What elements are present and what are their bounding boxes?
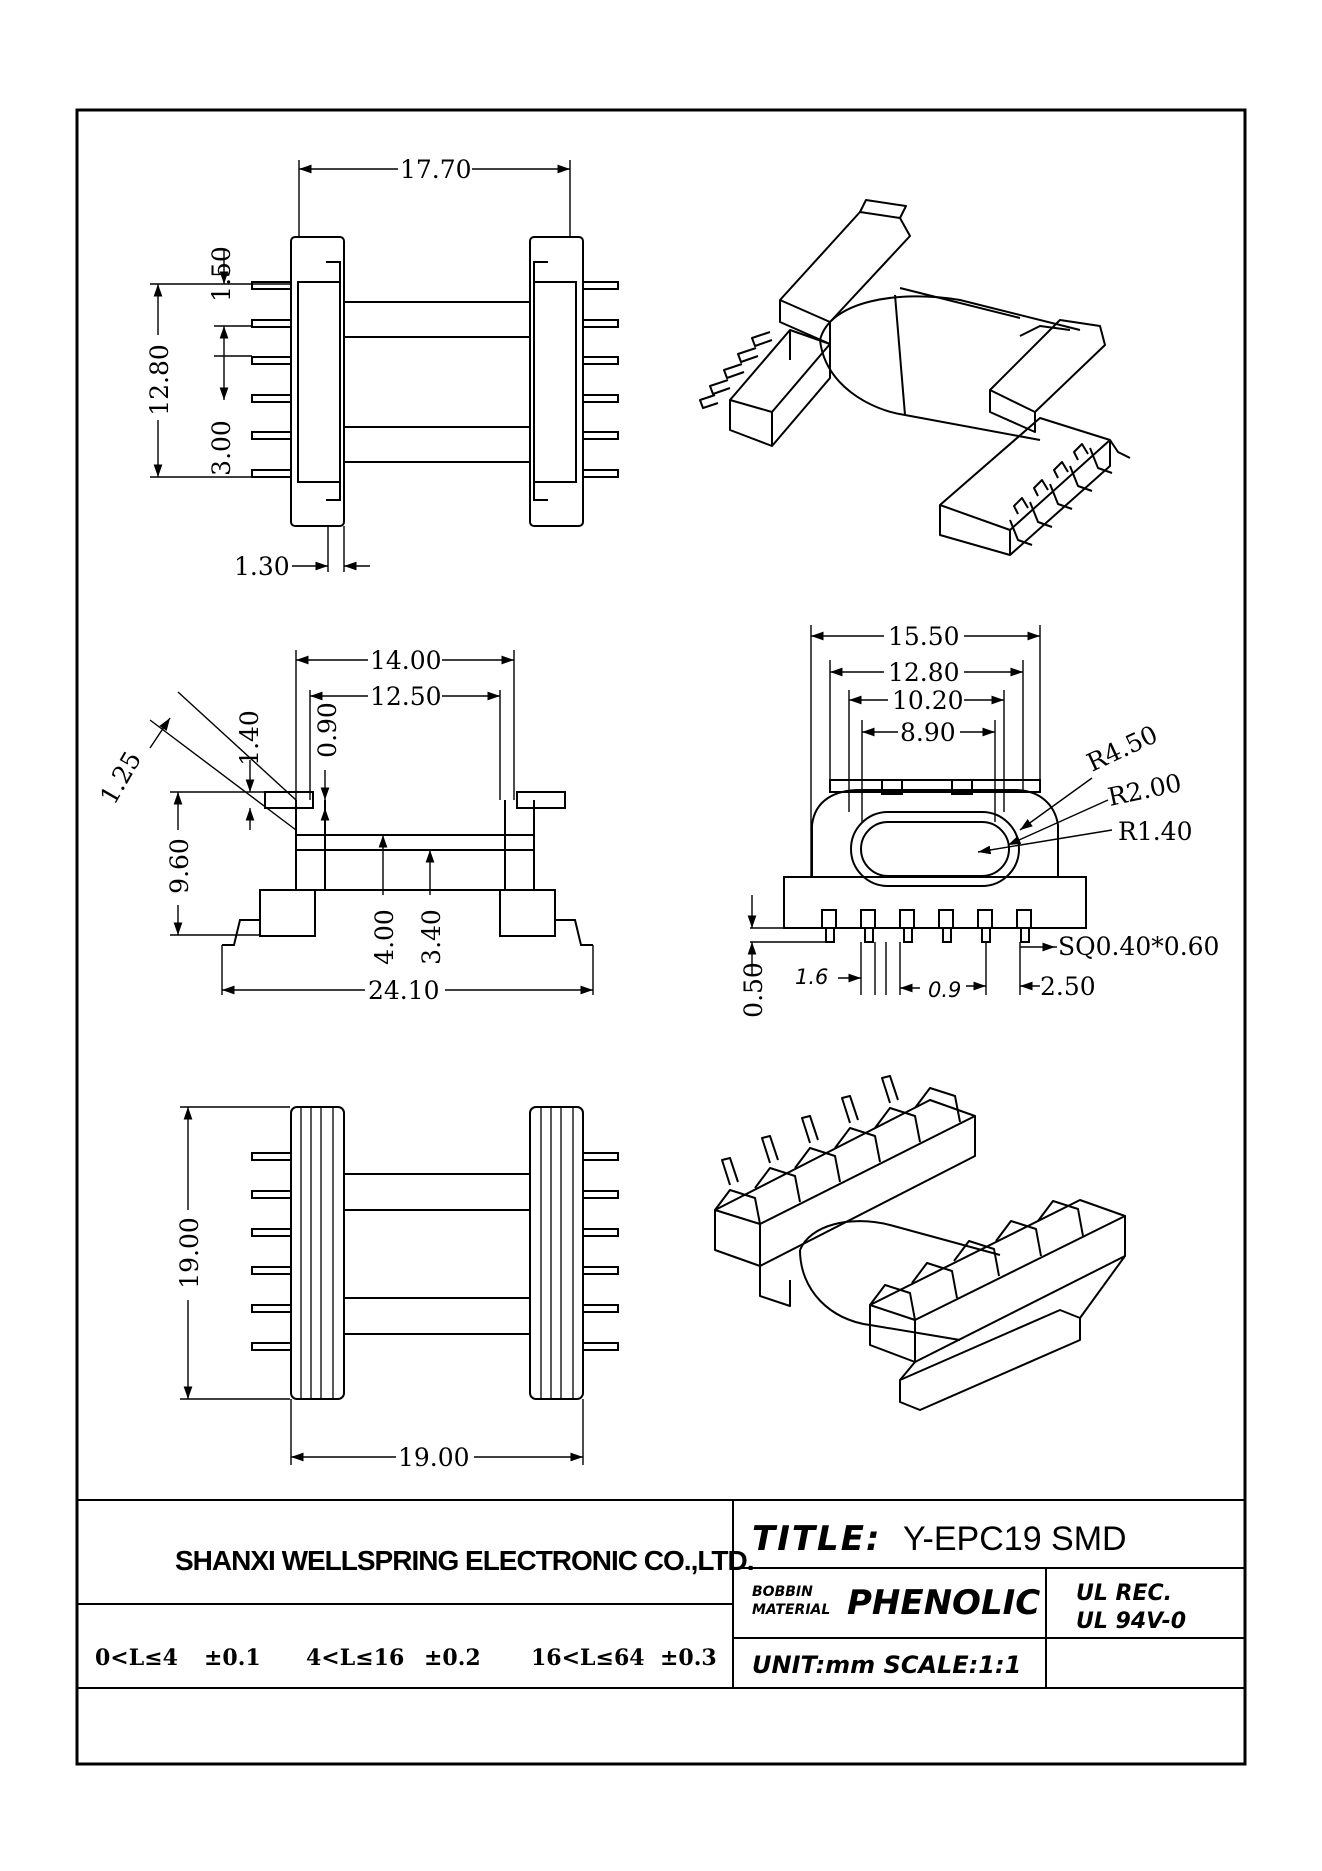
- material-value: PHENOLIC: [847, 1583, 1040, 1623]
- title-value: Y-EPC19 SMD: [903, 1520, 1127, 1558]
- dim-front-chamfer-b: 1.40: [235, 710, 264, 766]
- dim-front-core-height: 4.00: [370, 909, 399, 965]
- dim-side-pin-section: SQ0.40*0.60: [1058, 932, 1219, 961]
- dim-front-core-inner: 3.40: [417, 909, 446, 965]
- dim-front-chamfer-a: 1.25: [94, 746, 147, 809]
- dim-top-pin-pitch: 1.50: [207, 246, 236, 302]
- tolerance-value-3: ±0.3: [660, 1645, 717, 1671]
- dim-side-slot-b: 0.9: [928, 978, 961, 1002]
- dim-top-flange-thickness: 1.30: [234, 552, 290, 581]
- dim-front-flange-inner: 12.50: [370, 682, 442, 711]
- isometric-view-top: [699, 199, 1131, 556]
- dim-front-base-width: 24.10: [368, 976, 440, 1005]
- dim-side-radius-mid: R2.00: [1105, 768, 1184, 812]
- ul-rating: UL 94V-0: [1076, 1609, 1186, 1634]
- dim-side-width-10: 10.20: [892, 686, 964, 715]
- tolerance-value-1: ±0.1: [204, 1645, 261, 1671]
- bottom-view: [180, 1106, 619, 1465]
- dim-side-width-12: 12.80: [888, 658, 960, 687]
- dim-top-pin-span: 12.80: [145, 344, 174, 416]
- material-label-1: BOBBIN: [752, 1584, 813, 1600]
- ul-rec: UL REC.: [1076, 1581, 1172, 1606]
- sheet-border: [75, 108, 1247, 1766]
- dim-side-width-9: 8.90: [900, 718, 956, 747]
- isometric-view-bottom: [714, 1075, 1126, 1411]
- side-view: [747, 625, 1113, 995]
- tolerance-value-2: ±0.2: [424, 1645, 481, 1671]
- dim-top-slot-width: 3.00: [207, 420, 236, 476]
- dim-front-lip: 0.90: [313, 702, 342, 758]
- dim-bottom-width: 19.00: [398, 1443, 470, 1472]
- dim-front-height: 9.60: [165, 838, 194, 894]
- front-view: [149, 650, 594, 995]
- title-label: TITLE:: [752, 1519, 882, 1559]
- dim-side-radius-outer: R4.50: [1082, 720, 1162, 778]
- tolerance-range-1: 0<L≤4: [95, 1645, 178, 1671]
- dim-side-radius-inner: R1.40: [1118, 817, 1193, 846]
- tolerance-range-2: 4<L≤16: [306, 1645, 404, 1671]
- dim-top-overall-width: 17.70: [400, 155, 472, 184]
- dim-bottom-height: 19.00: [175, 1217, 204, 1289]
- material-label-2: MATERIAL: [752, 1602, 830, 1618]
- company-name: SHANXI WELLSPRING ELECTRONIC CO.,LTD.: [175, 1545, 753, 1576]
- dim-side-standoff: 0.50: [739, 962, 768, 1018]
- top-view: [150, 160, 619, 572]
- dim-side-width-outer: 15.50: [888, 622, 960, 651]
- dim-side-pin-pitch: 2.50: [1040, 972, 1096, 1001]
- title-block: [77, 1499, 1245, 1689]
- dim-front-flange-outer: 14.00: [370, 646, 442, 675]
- unit-scale: UNIT:mm SCALE:1:1: [752, 1651, 1021, 1679]
- tolerance-range-3: 16<L≤64: [531, 1645, 645, 1671]
- dim-side-slot-a: 1.6: [795, 965, 828, 989]
